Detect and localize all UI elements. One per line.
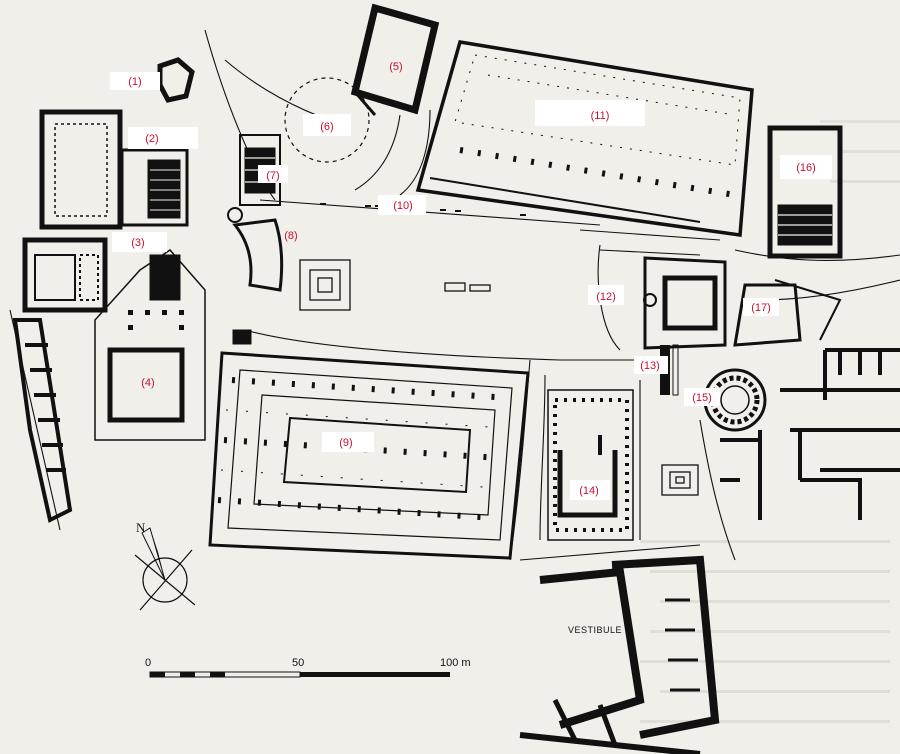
label-3-group: (3): [112, 232, 167, 252]
label-4: (4): [141, 377, 154, 389]
label-17-group: (17): [743, 298, 779, 316]
left-shops: [12, 318, 73, 523]
label-13: (13): [640, 360, 660, 372]
label-15: (15): [692, 392, 712, 404]
label-5-group: (5): [389, 61, 402, 73]
structure-11: [415, 40, 754, 237]
label-1: (1): [128, 76, 141, 88]
label-13-group: (13): [634, 356, 668, 374]
structure-5: [350, 3, 440, 116]
label-2: (2): [145, 133, 158, 145]
label-5: (5): [389, 61, 402, 73]
label-14: (14): [579, 485, 599, 497]
label-11: (11): [591, 110, 610, 122]
scale-label-0: 0: [145, 657, 151, 669]
label-6: (6): [320, 121, 333, 133]
scale-bar: 0 50 100 m: [145, 657, 471, 678]
structure-14: [547, 389, 634, 541]
label-16-group: (16): [780, 155, 832, 179]
label-14-group: (14): [570, 480, 610, 500]
label-9-group: (9): [322, 432, 374, 452]
background-text-bleed: [640, 120, 900, 723]
label-17: (17): [751, 302, 771, 314]
vestibule-label: VESTIBULE: [568, 625, 622, 635]
scale-label-100m: 100 m: [440, 657, 471, 669]
label-7-group: (7): [258, 165, 288, 183]
label-9: (9): [339, 437, 352, 449]
label-6-group: (6): [303, 114, 351, 136]
label-8-group: (8): [284, 230, 297, 242]
structure-1: [157, 57, 195, 103]
structure-9: [208, 329, 530, 560]
label-12: (12): [596, 291, 616, 303]
label-10: (10): [393, 200, 413, 212]
north-label: N: [136, 520, 146, 535]
structure-8: [227, 207, 284, 292]
label-16: (16): [796, 162, 816, 174]
structure-16: [767, 125, 843, 259]
label-11-group: (11): [535, 100, 645, 126]
structure-4: [94, 249, 206, 441]
street-lines: [9, 29, 900, 561]
vestibule-complex: [519, 555, 720, 754]
altar-right: [661, 464, 699, 496]
structure-6: [284, 77, 370, 163]
label-10-group: (10): [378, 195, 426, 215]
label-4-group: (4): [141, 377, 154, 389]
label-7: (7): [266, 170, 279, 182]
label-15-group: (15): [684, 388, 720, 406]
label-2-group: (2): [128, 127, 198, 149]
structure-12: [643, 256, 727, 350]
forum-altar: [299, 259, 491, 311]
scale-label-50: 50: [292, 657, 304, 669]
north-arrow: N: [134, 520, 196, 611]
label-1-group: (1): [110, 72, 160, 90]
label-3: (3): [131, 237, 144, 249]
label-12-group: (12): [588, 285, 624, 305]
structure-2: [39, 109, 189, 230]
right-blocks: [720, 348, 900, 520]
structure-17: [733, 279, 842, 347]
label-8: (8): [284, 230, 297, 242]
structure-3: [22, 237, 108, 313]
